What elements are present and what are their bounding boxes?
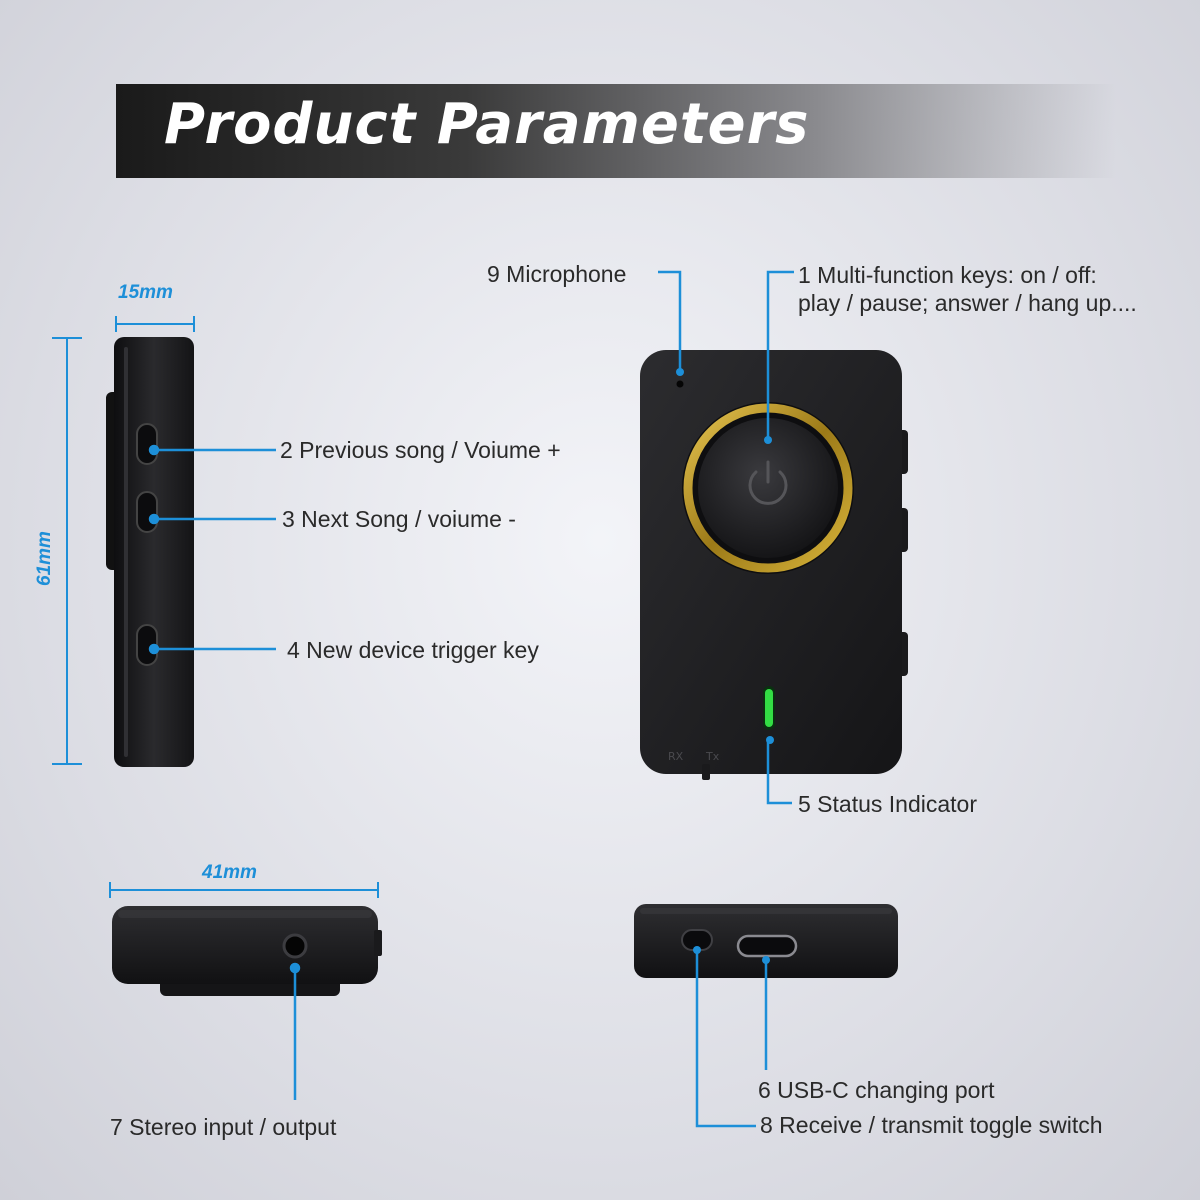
bottom-view-device-left bbox=[112, 906, 382, 996]
width-dimension: 41mm bbox=[202, 862, 257, 883]
dimension-lines-width bbox=[109, 882, 379, 898]
thickness-dimension: 15mm bbox=[118, 282, 173, 303]
microphone-hole bbox=[676, 380, 684, 388]
front-leader-dots bbox=[676, 368, 774, 744]
callout-usb-c: 6 USB-C changing port bbox=[758, 1077, 995, 1103]
callout-previous-song: 2 Previous song / Voiume + bbox=[280, 437, 561, 463]
jack-leader-line bbox=[289, 962, 301, 1100]
bottom-view-device-right bbox=[634, 904, 898, 978]
ports-leader-lines bbox=[695, 950, 768, 1128]
volume-down-button bbox=[136, 491, 158, 533]
front-leader-lines bbox=[658, 270, 794, 805]
height-dimension: 61mm bbox=[34, 531, 55, 586]
ports-leader-dots bbox=[693, 946, 770, 964]
power-knob bbox=[698, 418, 838, 558]
callout-multifunction-line2: play / pause; answer / hang up.... bbox=[798, 290, 1137, 316]
callout-next-song: 3 Next Song / voiume - bbox=[282, 506, 516, 532]
title-banner bbox=[116, 84, 1116, 178]
front-view-device: RX Tx bbox=[640, 350, 908, 780]
dimension-lines-side bbox=[52, 316, 195, 765]
rx-tx-switch bbox=[702, 764, 710, 780]
side-view-device bbox=[106, 337, 194, 767]
page-title: Product Parameters bbox=[164, 92, 810, 157]
power-icon bbox=[748, 460, 788, 505]
tx-label: Tx bbox=[705, 750, 720, 763]
side-leader-lines bbox=[148, 444, 276, 655]
callout-stereo-io: 7 Stereo input / output bbox=[110, 1114, 337, 1140]
callout-microphone: 9 Microphone bbox=[487, 261, 627, 287]
callout-status-indicator: 5 Status Indicator bbox=[798, 791, 977, 817]
usb-c-port bbox=[736, 934, 798, 958]
callout-toggle-switch: 8 Receive / transmit toggle switch bbox=[760, 1112, 1103, 1138]
volume-up-button bbox=[136, 423, 158, 465]
callout-new-device: 4 New device trigger key bbox=[287, 637, 539, 663]
callout-multifunction-line1: 1 Multi-function keys: on / off: bbox=[798, 262, 1097, 288]
rx-label: RX bbox=[668, 750, 684, 763]
audio-jack bbox=[282, 933, 308, 959]
status-led bbox=[765, 689, 773, 727]
